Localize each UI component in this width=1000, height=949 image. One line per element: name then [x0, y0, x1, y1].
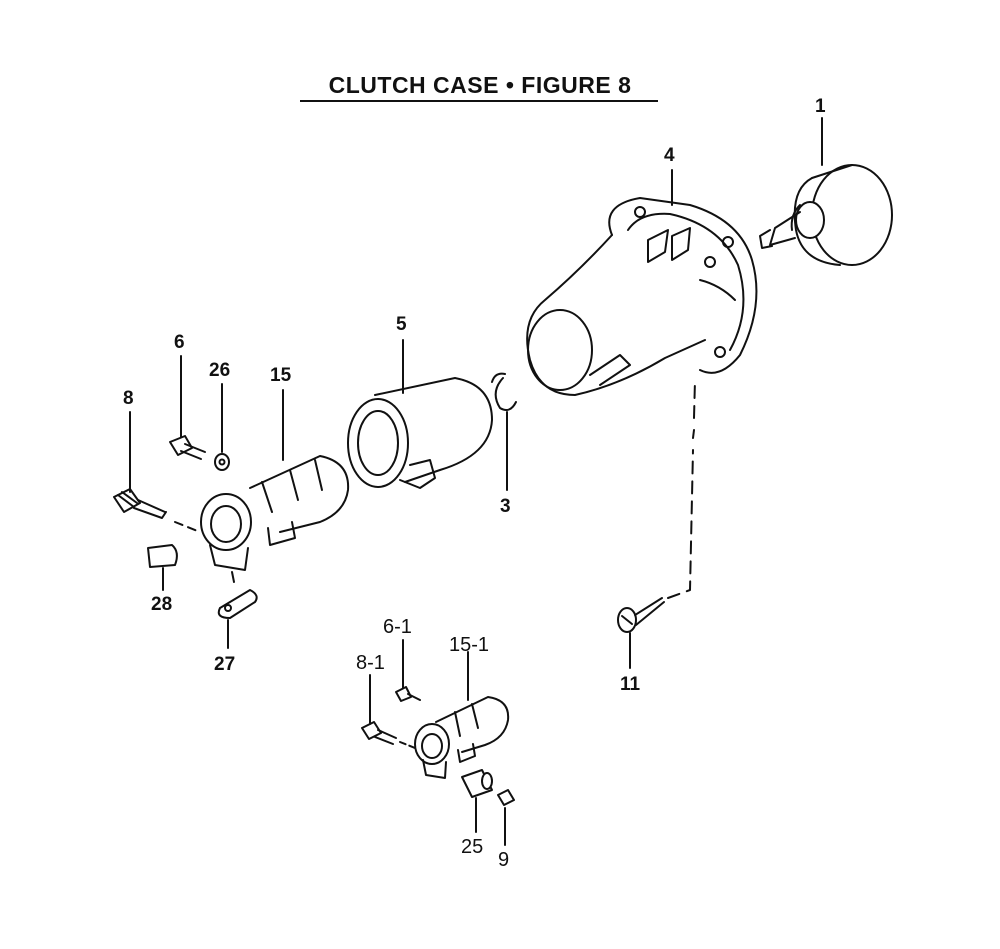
part-label-3: 3 — [500, 496, 511, 517]
cap-28-part — [148, 545, 177, 567]
part-label-5: 5 — [396, 314, 407, 335]
part-label-15: 15 — [270, 365, 292, 386]
part-label-9: 9 — [498, 849, 510, 871]
part-label-26: 26 — [209, 360, 231, 381]
figure-title: CLUTCH CASE • FIGURE 8 — [328, 72, 632, 98]
small-clamp-15-1-part — [415, 697, 508, 778]
small-knob-bolt-8-1-part — [362, 722, 396, 744]
small-bolt-6-1-part — [396, 687, 420, 701]
part-label-15-1: 15-1 — [449, 634, 490, 656]
part-label-8-1: 8-1 — [356, 652, 385, 674]
clutch-drum-part — [760, 165, 892, 265]
part-label-11: 11 — [620, 674, 641, 695]
spacer-25-part — [462, 770, 492, 797]
part-label-4: 4 — [664, 145, 675, 166]
part-label-6-1: 6-1 — [383, 616, 412, 638]
part-label-1: 1 — [815, 96, 826, 117]
circlip-part — [492, 374, 516, 410]
nut-9-part — [498, 790, 514, 805]
screw-11-part — [618, 598, 664, 632]
center-line-8-1 — [400, 742, 415, 748]
part-label-6: 6 — [174, 332, 185, 353]
part-label-28: 28 — [151, 594, 173, 615]
title-underline — [300, 100, 658, 102]
center-line-8 — [175, 522, 200, 532]
tube-sleeve-part — [348, 378, 492, 488]
clutch-case-housing — [527, 198, 756, 395]
part-label-25: 25 — [461, 836, 484, 858]
bolt-6-part — [170, 436, 205, 459]
knob-bolt-8-part — [114, 489, 166, 518]
center-line-11 — [668, 380, 695, 598]
handle-clamp-part — [201, 456, 348, 582]
part-label-8: 8 — [123, 388, 134, 409]
tab-27-part — [219, 590, 257, 618]
part-label-27: 27 — [214, 654, 236, 675]
washer-26-part — [215, 454, 229, 470]
